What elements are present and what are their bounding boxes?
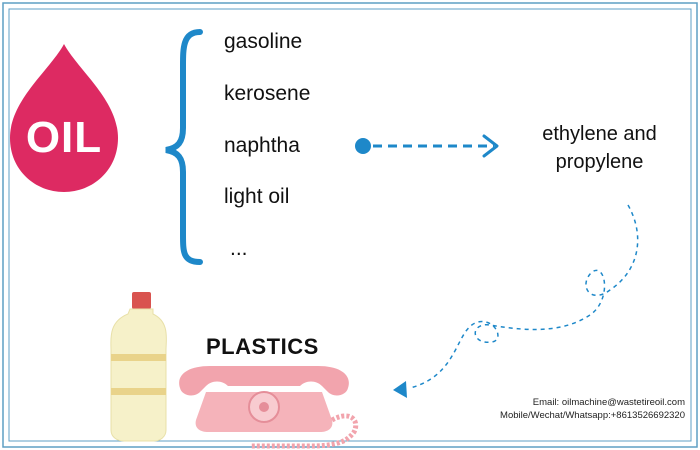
target-line-2: propylene	[555, 151, 644, 173]
target-product: ethylene and propylene	[512, 120, 687, 176]
product-light-oil: light oil	[224, 185, 290, 208]
contact-info: Email: oilmachine@wastetireoil.com Mobil…	[500, 396, 685, 422]
plastics-label: PLASTICS	[206, 334, 319, 359]
contact-email: Email: oilmachine@wastetireoil.com	[532, 397, 685, 408]
product-gasoline: gasoline	[224, 30, 303, 53]
contact-phone: Mobile/Wechat/Whatsapp:+8613526692320	[500, 410, 685, 421]
target-line-1: ethylene and	[542, 123, 657, 145]
product-kerosene: kerosene	[224, 82, 311, 105]
oil-label: OIL	[25, 113, 103, 162]
product-more: ...	[230, 237, 248, 260]
product-naphtha: naphtha	[224, 134, 300, 157]
